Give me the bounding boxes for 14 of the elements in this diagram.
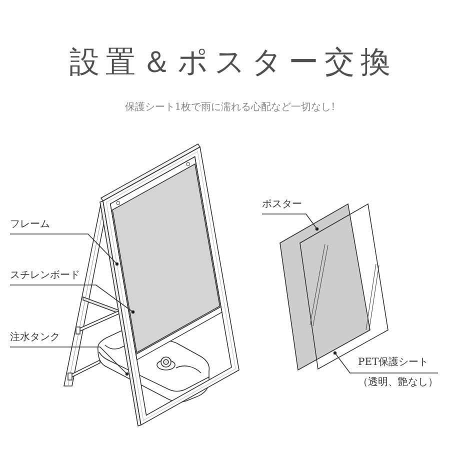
leader-line bbox=[333, 351, 438, 374]
part-label: ポスター bbox=[262, 199, 302, 214]
leader-line bbox=[10, 284, 135, 314]
clear-sheet bbox=[299, 203, 389, 370]
part-label: フレーム bbox=[10, 219, 50, 234]
part-note: （透明、艶なし） bbox=[358, 377, 438, 389]
leader-line bbox=[262, 214, 319, 231]
title: 設置＆ポスター交換 bbox=[68, 46, 396, 80]
leader-line bbox=[10, 346, 129, 376]
part-label: スチレンボード bbox=[10, 270, 80, 285]
part-label: 注水タンク bbox=[10, 332, 60, 347]
leader-line bbox=[10, 234, 119, 266]
subtitle: 保護シート1枚で雨に濡れる心配など一切なし! bbox=[124, 102, 336, 114]
part-label: PET保護シート bbox=[358, 357, 430, 369]
